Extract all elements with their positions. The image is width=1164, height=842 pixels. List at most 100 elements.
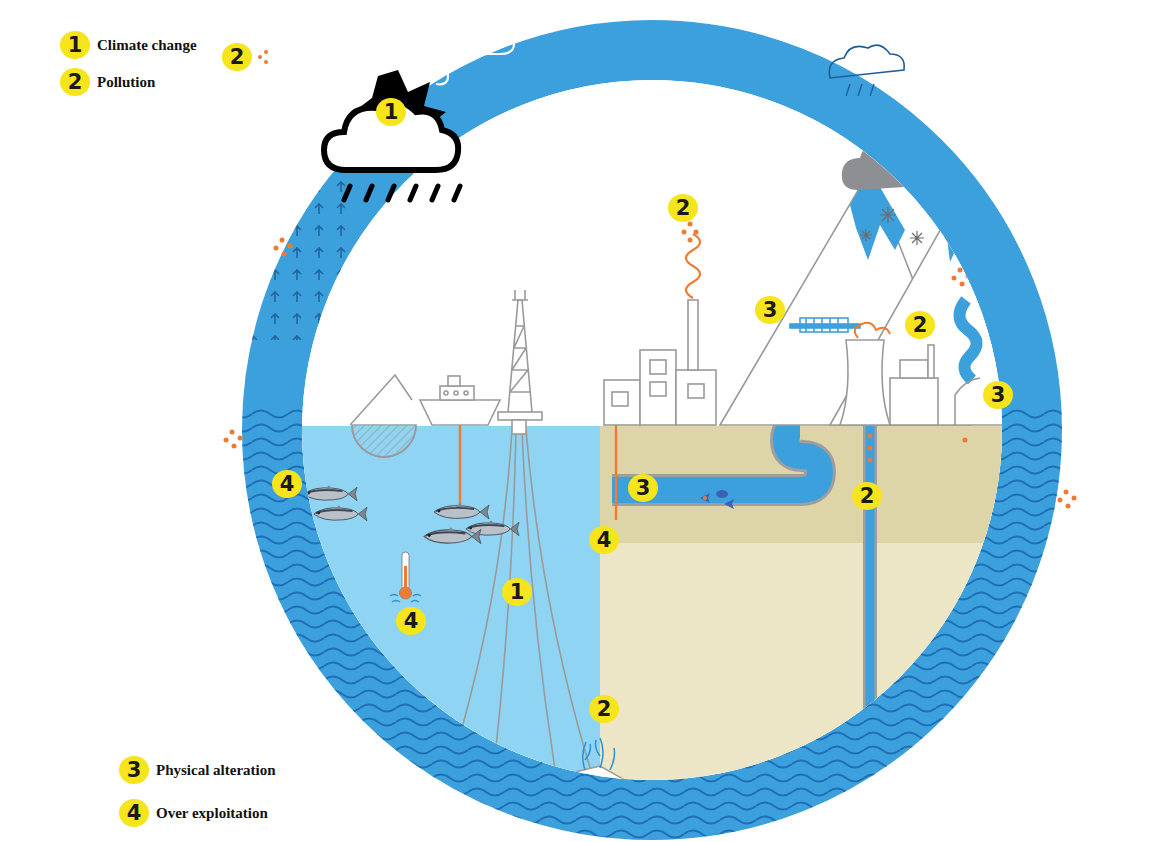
callout-number: 2 — [852, 482, 882, 510]
illustration-path — [560, 766, 640, 800]
illustration-circle — [958, 268, 963, 273]
callout-number: 3 — [983, 381, 1013, 409]
illustration-path — [955, 378, 980, 425]
illustration-line — [846, 84, 850, 96]
illustration-path — [840, 340, 890, 425]
illustration-rect — [900, 360, 928, 378]
illustration-rect — [688, 300, 698, 370]
legend-swatch: 4 — [119, 799, 149, 827]
callout-number: 1 — [502, 578, 532, 606]
city — [604, 300, 716, 425]
callout-number: 4 — [396, 607, 426, 635]
illustration-use — [424, 527, 481, 544]
illustration-circle — [688, 222, 693, 227]
callout-number: 3 — [127, 760, 142, 781]
illustration-path — [686, 234, 700, 298]
illustration-path — [390, 595, 421, 603]
callout-number: 2 — [589, 695, 619, 723]
illustration-circle — [264, 50, 268, 54]
callout-number: 4 — [589, 526, 619, 554]
callout-number: 3 — [628, 474, 658, 502]
illustration-g — [344, 186, 460, 200]
callout-number: 2 — [68, 72, 83, 93]
illustration-path — [490, 430, 516, 800]
cloud-icon — [829, 45, 904, 78]
callout-number: 1 — [376, 98, 406, 126]
illustration-path — [583, 738, 615, 770]
legend-label: Pollution — [97, 72, 155, 92]
illustration-rect — [402, 552, 409, 590]
mountains — [720, 170, 1010, 425]
illustration-circle — [288, 244, 293, 249]
illustration-use — [314, 505, 367, 520]
illustration-line — [432, 186, 438, 200]
illustration-line — [404, 566, 407, 590]
illustration-path — [350, 375, 412, 425]
illustration-circle — [868, 434, 873, 439]
fishing-boat — [350, 375, 500, 457]
illustration-circle — [868, 458, 873, 463]
illustration-path — [300, 34, 470, 54]
callout-number: 4 — [272, 470, 302, 498]
illustration-use — [434, 503, 489, 519]
illustration-line — [454, 186, 460, 200]
illustration-circle — [963, 438, 968, 443]
illustration-use — [304, 485, 357, 500]
illustration-circle — [952, 276, 957, 281]
illustration-path — [352, 425, 416, 457]
illustration-rect — [790, 324, 860, 328]
illustration-rect — [0, 425, 600, 842]
illustration-path — [300, 66, 448, 84]
illustration-line — [344, 186, 350, 200]
callout-number: 2 — [222, 43, 252, 71]
illustration-line — [410, 186, 416, 200]
illustration-g — [868, 434, 873, 463]
illustration-path — [855, 323, 890, 338]
illustration-path — [880, 207, 896, 223]
illustration-g — [583, 738, 615, 770]
illustration-rect — [600, 425, 1164, 543]
illustration-path — [508, 300, 532, 412]
illustration-circle — [1058, 498, 1063, 503]
illustration-rect — [440, 386, 474, 400]
illustration-path — [945, 195, 990, 268]
illustration-path — [440, 430, 512, 800]
illustration-rect — [688, 384, 704, 398]
illustration-rect — [650, 360, 666, 374]
legend-swatch: 3 — [119, 756, 149, 784]
illustration-circle — [464, 391, 468, 395]
illustration-path — [512, 290, 528, 300]
illustration-circle — [280, 238, 285, 243]
illustration-circle — [282, 252, 287, 257]
illustration-line — [366, 186, 372, 200]
snowflakes — [860, 201, 992, 245]
illustration-path — [842, 130, 967, 190]
illustration-path — [860, 229, 872, 241]
wind-lines — [300, 22, 514, 85]
illustration-circle — [868, 446, 873, 451]
illustration-rect — [650, 382, 666, 396]
illustration-rect — [600, 425, 1164, 842]
illustration-circle — [444, 391, 448, 395]
illustration-path — [526, 430, 600, 800]
illustration-circle — [274, 246, 279, 251]
illustration-line — [863, 425, 877, 790]
callout-number: 3 — [755, 296, 785, 324]
illustration-circle — [224, 438, 229, 443]
power-plant — [840, 340, 938, 425]
illustration-rect — [640, 350, 676, 425]
illustration-path — [522, 430, 560, 800]
illustration-path — [300, 22, 440, 42]
illustration-circle — [454, 391, 458, 395]
illustration-path — [420, 400, 500, 425]
illustration-g — [952, 268, 971, 443]
illustration-circle — [230, 430, 235, 435]
illustration-circle — [258, 55, 262, 59]
illustration-circle — [960, 282, 965, 287]
legend-label: Over exploitation — [156, 803, 268, 823]
illustration-path — [910, 231, 924, 245]
legend-swatch: 1 — [60, 31, 90, 59]
illustration-use — [466, 520, 519, 535]
